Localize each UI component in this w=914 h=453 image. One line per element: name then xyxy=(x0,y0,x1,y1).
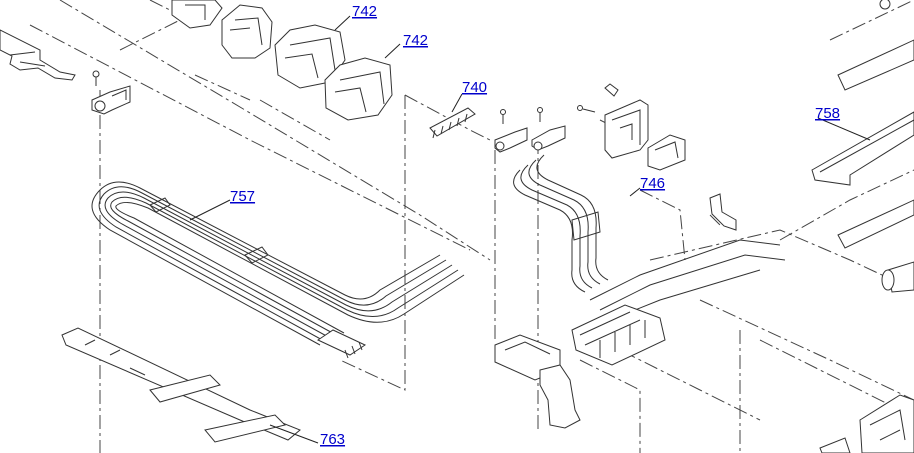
callout-746[interactable]: 746 xyxy=(640,175,665,192)
print-head-units xyxy=(171,0,393,121)
assembly-guide-lines xyxy=(29,0,914,453)
connector-strip-740 xyxy=(429,107,476,139)
connector-block xyxy=(571,304,666,366)
screw-and-clamp-left xyxy=(91,70,131,115)
callout-742-a[interactable]: 742 xyxy=(352,3,377,20)
callout-757[interactable]: 757 xyxy=(230,188,255,205)
callout-742-b[interactable]: 742 xyxy=(403,32,428,49)
callout-763[interactable]: 763 xyxy=(320,431,345,448)
callout-740[interactable]: 740 xyxy=(462,79,487,96)
callout-758[interactable]: 758 xyxy=(815,105,840,122)
top-left-bracket xyxy=(0,29,76,81)
flat-cable-763 xyxy=(61,327,301,443)
mount-brackets xyxy=(577,83,737,231)
leader-lines xyxy=(189,15,871,444)
screws-and-clamps-middle xyxy=(494,107,566,153)
cable-harness-757 xyxy=(91,181,465,359)
right-side-parts xyxy=(811,0,914,453)
bottom-bracket xyxy=(494,334,581,429)
callouts: 742 742 740 758 746 757 763 xyxy=(230,3,840,448)
